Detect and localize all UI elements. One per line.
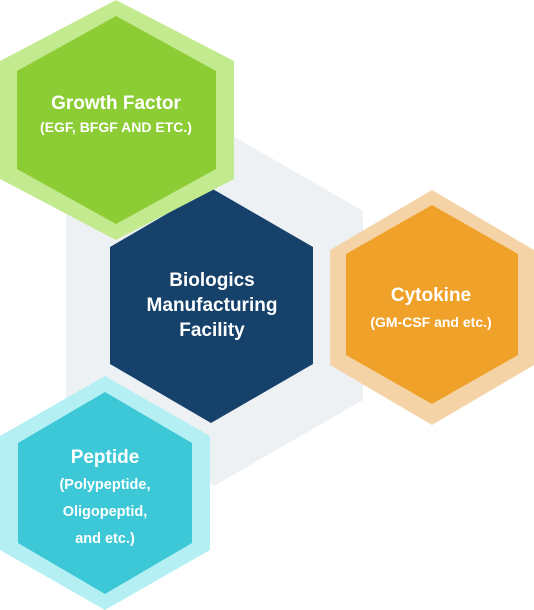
- growth-factor-hexagon-inner: [17, 16, 216, 224]
- cytokine-subtitle: (GM-CSF and etc.): [370, 314, 492, 330]
- center-hexagon: [110, 188, 313, 423]
- peptide-label: Peptide (Polypeptide, Oligopeptid, and e…: [12, 446, 198, 551]
- peptide-line-3: and etc.): [75, 531, 135, 547]
- cytokine-title: Cytokine: [390, 285, 472, 306]
- peptide-line-1: (Polypeptide,: [59, 477, 151, 493]
- peptide-title: Peptide: [70, 447, 140, 468]
- growth-factor-title: Growth Factor: [51, 93, 181, 114]
- peptide-line-2: Oligopeptid,: [62, 504, 148, 520]
- center-label: Biologics Manufacturing Facility: [112, 268, 312, 343]
- center-line-1: Biologics: [169, 270, 255, 291]
- growth-factor-subtitle: (EGF, BFGF AND ETC.): [40, 119, 192, 135]
- cytokine-label: Cytokine (GM-CSF and etc.): [333, 284, 529, 334]
- peptide-hexagon-inner: [18, 392, 192, 594]
- center-line-2: Manufacturing: [146, 295, 278, 316]
- growth-factor-label: Growth Factor (EGF, BFGF AND ETC.): [10, 92, 222, 139]
- cytokine-hexagon-inner: [346, 205, 518, 404]
- center-line-3: Facility: [179, 320, 245, 341]
